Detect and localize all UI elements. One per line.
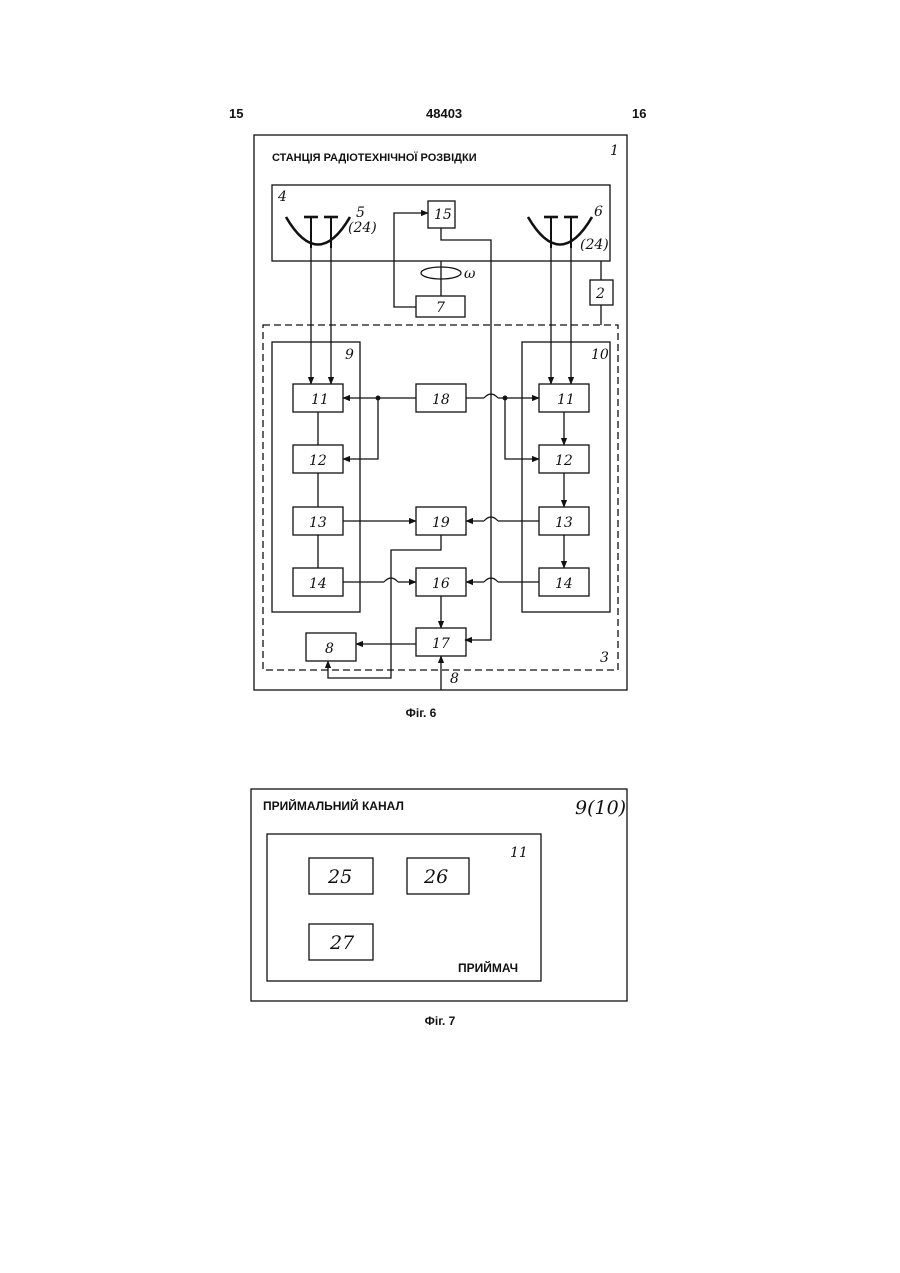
- label-14-right: 14: [555, 576, 573, 592]
- label-2: 2: [595, 286, 605, 302]
- label-5: 5: [356, 205, 365, 221]
- label-18: 18: [432, 392, 450, 408]
- antenna-5: [286, 217, 350, 248]
- label-26: 26: [423, 866, 448, 888]
- label-14-left: 14: [309, 576, 327, 592]
- receiving-channel-frame: [251, 789, 627, 1001]
- label-1: 1: [610, 143, 619, 159]
- label-13-left: 13: [309, 515, 327, 531]
- label-15: 15: [434, 207, 452, 223]
- receiving-channel-title: ПРИЙМАЛЬНИЙ КАНАЛ: [263, 798, 404, 813]
- label-13-right: 13: [555, 515, 573, 531]
- label-16: 16: [432, 576, 450, 592]
- label-11-right: 11: [557, 392, 575, 408]
- label-12-left: 12: [309, 453, 327, 469]
- figure-6-caption: Фіг. 6: [406, 706, 437, 720]
- label-8: 8: [325, 641, 334, 657]
- label-10: 10: [591, 347, 609, 363]
- label-25: 25: [327, 866, 352, 888]
- label-11-left: 11: [311, 392, 329, 408]
- figure-7: [251, 789, 627, 1001]
- receiving-channel-9: [272, 342, 360, 612]
- label-27: 27: [329, 932, 355, 954]
- label-12-right: 12: [555, 453, 573, 469]
- label-9: 9: [345, 347, 354, 363]
- label-24-right: (24): [580, 237, 609, 253]
- receiver-frame: [267, 834, 541, 981]
- label-17: 17: [432, 636, 450, 652]
- station-title: СТАНЦІЯ РАДІОТЕХНІЧНОЇ РОЗВІДКИ: [272, 151, 477, 164]
- corner-label-9-10: 9(10): [575, 797, 626, 819]
- figure-7-caption: Фіг. 7: [425, 1014, 456, 1028]
- antenna-platform: [272, 185, 610, 261]
- label-4: 4: [277, 189, 287, 205]
- receiver-label: ПРИЙМАЧ: [458, 960, 518, 975]
- label-11-receiver: 11: [510, 845, 528, 861]
- omega-label: ω: [464, 266, 476, 282]
- label-6: 6: [594, 204, 603, 220]
- receiving-channel-10: [522, 342, 610, 612]
- label-19: 19: [432, 515, 450, 531]
- label-24-left: (24): [348, 220, 377, 236]
- label-3: 3: [600, 650, 609, 666]
- label-7: 7: [436, 300, 445, 316]
- input-label: 8: [450, 671, 459, 687]
